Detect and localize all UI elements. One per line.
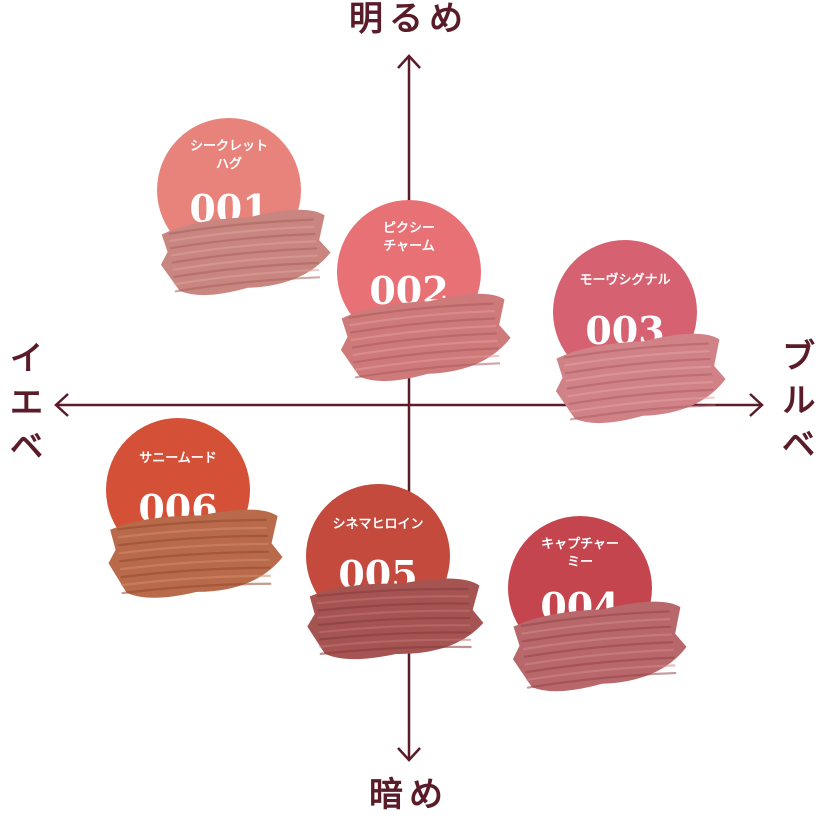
- swatch-smear: [512, 601, 687, 692]
- smear-streak: [526, 671, 677, 689]
- smear-streak: [168, 218, 315, 235]
- swatch-name-line: サニームード: [139, 451, 217, 466]
- axis-label-yellow-base: イエベ: [3, 340, 43, 472]
- smear-streak: [174, 276, 321, 293]
- swatch-smear: [160, 209, 331, 296]
- smear-streak: [120, 566, 271, 579]
- smear-streak: [169, 225, 315, 242]
- swatch-smear: [108, 509, 283, 598]
- smear-streak: [318, 616, 471, 627]
- right-arrow-icon: [749, 393, 764, 417]
- down-arrow-icon: [397, 747, 421, 762]
- smear-streak: [117, 518, 267, 531]
- smear-streak: [348, 302, 494, 319]
- swatch-name-line: シネマヒロイン: [332, 517, 423, 532]
- smear-streak: [319, 645, 472, 655]
- smear-streak: [120, 574, 271, 587]
- smear-streak: [171, 247, 318, 264]
- swatch-smear: [340, 293, 511, 382]
- swatch-name-line: ピクシー: [383, 221, 435, 236]
- smear-streak: [121, 582, 272, 595]
- swatch-smear: [307, 578, 484, 660]
- smear-streak: [352, 339, 498, 357]
- swatch-name-line: モーヴシグナル: [579, 272, 670, 288]
- smear-streak: [569, 404, 716, 421]
- smear-streak: [563, 342, 709, 359]
- smear-streak: [353, 354, 500, 371]
- swatch-name-line: ミー: [567, 555, 593, 570]
- smear-streak: [318, 624, 471, 634]
- left-arrow-icon: [54, 393, 69, 417]
- axis-label-blue-base: ブルベ: [775, 338, 815, 470]
- smear-streak: [317, 609, 470, 619]
- swatch-name-line: キャプチャー: [541, 537, 619, 552]
- smear-streak: [319, 638, 472, 648]
- smear-streak: [521, 625, 672, 643]
- smear-streak: [118, 542, 269, 555]
- smear-streak: [170, 232, 316, 250]
- smear-streak: [526, 664, 676, 681]
- smear-streak: [354, 362, 501, 379]
- smear-streak: [523, 641, 674, 658]
- smear-streak: [564, 357, 711, 375]
- smear-streak: [567, 381, 713, 398]
- smear-streak: [317, 595, 470, 605]
- smear-streak: [521, 618, 671, 635]
- up-arrow-icon: [397, 54, 421, 69]
- smear-streak: [524, 648, 674, 666]
- axis-label-dark: 暗め: [369, 775, 449, 815]
- smear-streak: [520, 610, 670, 627]
- smear-streak: [172, 254, 318, 271]
- swatch-smear: [555, 333, 726, 424]
- smear-streak: [119, 550, 270, 563]
- smear-streak: [564, 350, 710, 367]
- smear-streak: [565, 365, 712, 382]
- swatch-name-line: シークレット: [190, 139, 268, 154]
- smear-streak: [318, 631, 471, 641]
- smear-streak: [349, 309, 495, 327]
- smear-streak: [569, 396, 715, 413]
- smear-streak: [316, 587, 469, 598]
- smear-streak: [522, 633, 673, 651]
- swatch-name-line: チャーム: [383, 239, 434, 254]
- smear-streak: [568, 388, 714, 406]
- smear-streak: [117, 526, 268, 539]
- smear-streak: [317, 602, 470, 612]
- smear-streak: [173, 268, 320, 286]
- smear-streak: [566, 373, 713, 390]
- smear-streak: [170, 240, 317, 257]
- swatch-name-line: ハグ: [216, 156, 242, 172]
- smear-streak: [353, 347, 499, 364]
- smear-streak: [350, 324, 497, 342]
- smear-streak: [119, 558, 270, 571]
- smear-streak: [350, 317, 496, 334]
- smear-streak: [173, 261, 319, 279]
- smear-streak: [351, 332, 498, 349]
- smear-streak: [118, 534, 269, 547]
- smear-streak: [525, 656, 675, 674]
- axis-label-bright: 明るめ: [349, 0, 469, 39]
